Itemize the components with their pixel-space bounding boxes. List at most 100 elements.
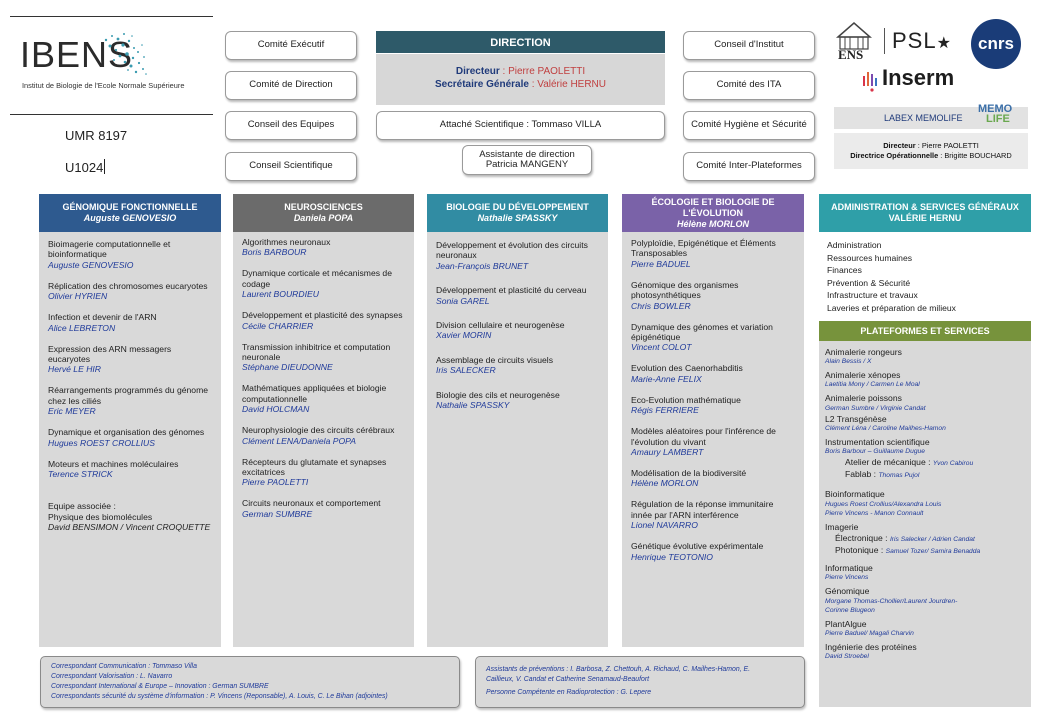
list-item: Imagerie (825, 521, 859, 532)
comite-ita-button[interactable]: Comité des ITA (683, 71, 815, 100)
col-admin-header: ADMINISTRATION & SERVICES GÉNÉRAUX VALÉR… (819, 194, 1031, 232)
conseil-institut-button[interactable]: Conseil d'Institut (683, 31, 815, 60)
comite-executif-button[interactable]: Comité Exécutif (225, 31, 357, 60)
ens-text: ENS (838, 47, 864, 62)
list-item: Développement et évolution des circuits … (436, 240, 588, 271)
list-item: Réarrangements programmés du génome chez… (48, 385, 209, 417)
inserm-logo: Inserm (882, 65, 955, 90)
memolife-logo: MEMO LIFE (978, 103, 1013, 125)
footer-prevention: Assistants de préventions : I. Barbosa, … (475, 656, 805, 708)
footer-line: Assistants de préventions : I. Barbosa, … (486, 666, 751, 673)
col-lead: Auguste GENOVESIO (83, 213, 177, 223)
list-item: Finances (827, 265, 862, 276)
list-item: Dynamique des génomes et variation épigé… (631, 321, 773, 353)
col-neurosciences-header: NEUROSCIENCES Daniela POPA (233, 194, 414, 232)
col-lead: Hélène MORLON (676, 218, 749, 229)
logo-text: IBENS (20, 34, 134, 75)
labex-header: LABEX MEMOLIFE (834, 107, 1028, 129)
list-item: Transmission inhibitrice et computation … (242, 341, 391, 373)
col-title: ADMINISTRATION & SERVICES GÉNÉRAUX (831, 202, 1019, 212)
list-item: Régulation de la réponse immunitaire inn… (631, 499, 774, 531)
list-item: Récepteurs du glutamate et synapses exci… (242, 456, 387, 488)
platforms-header: PLATEFORMES ET SERVICES (819, 321, 1031, 341)
comite-inter-plateformes-button[interactable]: Comité Inter-Plateformes (683, 152, 815, 181)
col-title: NEUROSCIENCES (284, 202, 363, 212)
sub-item: Électronique : Iris Salecker / Adrien Ca… (835, 532, 975, 543)
ens-logo: ENS (834, 17, 874, 68)
sub-item: Fablab : Thomas Pujol (845, 469, 920, 480)
logo-subtitle: Institut de Biologie de l'Ecole Normale … (22, 81, 185, 90)
admin-body: Administration Ressources humaines Finan… (819, 233, 1031, 321)
col-lead: Daniela POPA (293, 213, 354, 223)
col-ecologie-header: ÉCOLOGIE ET BIOLOGIE DE L'ÉVOLUTION Hélè… (622, 194, 804, 232)
col-title: ÉCOLOGIE ET BIOLOGIE DE L'ÉVOLUTION (651, 196, 775, 218)
life-text: LIFE (986, 113, 1010, 125)
footer-line: Caillieux, V. Candat et Catherine Senama… (486, 676, 650, 683)
list-item: Modèles aléatoires pour l'inférence de l… (631, 426, 776, 458)
col-ecologie-body: Polyploïdie, Epigénétique et Éléments Tr… (622, 232, 804, 647)
footer-line: Correspondants sécurité du système d'inf… (51, 693, 388, 700)
attache-scientifique-box[interactable]: Attaché Scientifique : Tommaso VILLA (376, 111, 665, 140)
inserm-unit-code: U1024 (65, 159, 106, 175)
ibens-logo: IBENS Institut de Biologie de l'Ecole No… (14, 26, 214, 106)
direction-body: Directeur : Pierre PAOLETTI Secrétaire G… (376, 54, 665, 105)
footer-line: Correspondant Valorisation : L. Navarro (51, 673, 173, 680)
footer-line: Personne Compétente en Radioprotection :… (486, 689, 652, 696)
logo-top-line (10, 16, 213, 17)
list-item: Mathématiques appliquées et biologie com… (242, 383, 387, 415)
logo-bottom-line (10, 114, 213, 115)
director-line: Directeur : Pierre PAOLETTI (455, 66, 586, 77)
secretary-line: Secrétaire Générale : Valérie HERNU (434, 79, 607, 90)
comite-hygiene-securite-button[interactable]: Comité Hygiène et Sécurité (683, 111, 815, 140)
conseil-scientifique-button[interactable]: Conseil Scientifique (225, 152, 357, 181)
col-title: BIOLOGIE DU DÉVELOPPEMENT (446, 202, 589, 212)
comite-direction-button[interactable]: Comité de Direction (225, 71, 357, 100)
list-item: Prévention & Sécurité (827, 277, 911, 288)
list-item: Génomique des organismes photosynthétiqu… (631, 279, 739, 311)
col-genomique-header: GÉNOMIQUE FONCTIONNELLE Auguste GENOVESI… (39, 194, 221, 232)
psl-text: PSL (892, 28, 937, 53)
direction-header: DIRECTION (376, 31, 665, 53)
sub-item: Photonique : Samuel Tozer/ Samira Benadd… (835, 545, 981, 556)
logo-dots-icon (104, 33, 147, 75)
list-item: Ressources humaines (827, 252, 913, 263)
footer-correspondants: Correspondant Communication : Tommaso Vi… (40, 656, 460, 708)
col-lead: Nathalie SPASSKY (477, 213, 558, 223)
list-item: Développement et plasticité des synapses… (242, 310, 403, 331)
memo-text: MEMO (978, 103, 1013, 115)
inserm-bars-icon (862, 70, 880, 97)
assistante-direction-box[interactable]: Assistante de direction Patricia MANGENY (462, 145, 592, 175)
cnrs-logo: cnrs (971, 19, 1021, 69)
logo-divider (884, 28, 885, 54)
conseil-equipes-button[interactable]: Conseil des Equipes (225, 111, 357, 140)
col-title: GÉNOMIQUE FONCTIONNELLE (62, 202, 198, 212)
list-item: Infrastructure et travaux (827, 290, 918, 301)
list-item: Dynamique corticale et mécanismes de cod… (242, 268, 392, 300)
list-item: Polyploïdie, Epigénétique et Éléments Tr… (631, 238, 776, 269)
footer-line: Correspondant International & Europe – I… (51, 683, 269, 690)
col-developpement-header: BIOLOGIE DU DÉVELOPPEMENT Nathalie SPASS… (427, 194, 608, 232)
list-item: Administration (827, 240, 882, 250)
